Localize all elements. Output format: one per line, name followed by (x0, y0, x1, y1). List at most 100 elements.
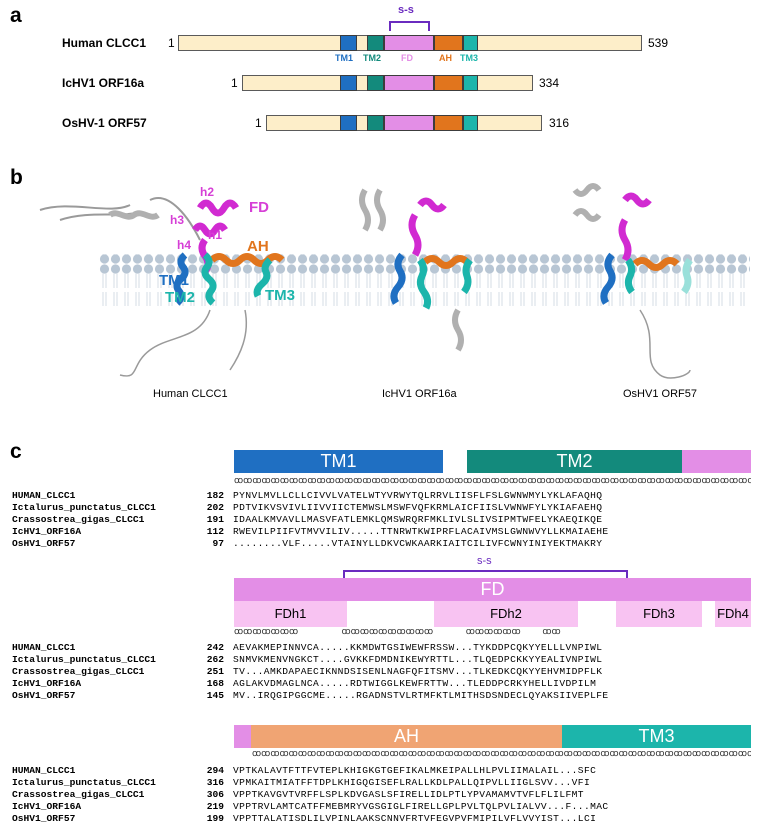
seq-num: 191 (206, 514, 224, 525)
protein-end-oshv1: 316 (549, 116, 570, 130)
seq-num: 242 (206, 642, 224, 653)
panel-c-letter: c (10, 440, 22, 463)
tm2-segment (367, 35, 384, 51)
tm2-segment (367, 75, 384, 91)
seq-row: PDTVIKVSVIVLIIVVIICTEMWSLMSWFVQFKRMLAICF… (233, 502, 603, 513)
domain-label-fd: FD (401, 53, 413, 63)
seq-name: HUMAN_CLCC1 (12, 765, 76, 776)
seq-num: 97 (212, 538, 224, 549)
block1-coil: ꝏꝏꝏꝏꝏꝏꝏꝏꝏꝏꝏꝏꝏꝏꝏꝏꝏꝏꝏꝏꝏꝏꝏꝏꝏꝏꝏꝏꝏꝏꝏꝏꝏꝏꝏꝏꝏꝏꝏꝏ… (234, 476, 751, 486)
protein-name-oshv1: OsHV-1 ORF57 (62, 116, 147, 130)
caption-ichv1: IcHV1 ORF16a (382, 388, 457, 400)
block2-fdh2: FDh2 (434, 601, 578, 627)
helix-label-h2: h2 (200, 185, 215, 199)
fd-segment (384, 75, 434, 91)
domain-label-tm2: TM2 (363, 53, 381, 63)
seq-name: HUMAN_CLCC1 (12, 642, 76, 653)
helix-label-h1: h1 (208, 228, 223, 242)
helix-label-h4: h4 (177, 238, 192, 252)
seq-num: 306 (206, 789, 224, 800)
seq-name: IcHV1_ORF16A (12, 526, 82, 537)
structure-oshv1-orf57 (572, 183, 693, 379)
domain-bar-oshv1 (266, 115, 542, 131)
structure-ichv1-orf16a (359, 188, 473, 352)
seq-num: 112 (206, 526, 224, 537)
tm3-segment (463, 115, 478, 131)
block2-coil: ꝏꝏꝏꝏꝏꝏꝏ ꝏꝏꝏꝏꝏꝏꝏꝏꝏꝏ ꝏꝏꝏꝏꝏꝏ ꝏꝏ (234, 627, 561, 637)
seq-num: 145 (206, 690, 224, 701)
seq-num: 182 (206, 490, 224, 501)
domain-bar-ichv1 (242, 75, 533, 91)
block2-fdh3: FDh3 (616, 601, 702, 627)
panel-b-letter: b (10, 166, 23, 189)
seq-num: 294 (206, 765, 224, 776)
domain-label-tm3: TM3 (460, 53, 478, 63)
seq-row: VPMKAITMIATFFTDPLKHIGQGISEFLRALLKDLPALLQ… (233, 777, 591, 788)
structure-human-clcc1 (39, 197, 285, 377)
seq-num: 251 (206, 666, 224, 677)
seq-row: PYNVLMVLLCLLCIVVLVATELWTYVRWYTQLRRVLIISF… (233, 490, 603, 501)
seq-num: 316 (206, 777, 224, 788)
seq-row: AGLAKVDMAGLNCA.....RDTWIGGLKEWFRTTW...TL… (233, 678, 597, 689)
tm1-segment (340, 115, 357, 131)
seq-row: VPTKALAVTFTTFVTEPLKHIGKGTGEFIKALMKEIPALL… (233, 765, 597, 776)
seq-row: ........VLF.....VTAINYLLDKVCWKAARKIAITCI… (233, 538, 603, 549)
seq-num: 262 (206, 654, 224, 665)
seq-name: Crassostrea_gigas_CLCC1 (12, 514, 145, 525)
seq-name: Ictalurus_punctatus_CLCC1 (12, 502, 156, 513)
caption-oshv1: OsHV1 ORF57 (623, 388, 697, 400)
fd-segment (384, 115, 434, 131)
tm3-segment (463, 35, 478, 51)
helix-label-h3: h3 (170, 213, 185, 227)
structure-label-tm2: TM2 (165, 289, 195, 306)
seq-row: RWEVILPIIFVTMVVILIV.....TTNRWTKWIPRFLACA… (233, 526, 609, 537)
ah-segment (434, 75, 463, 91)
seq-name: HUMAN_CLCC1 (12, 490, 76, 501)
block3-fd-bar (234, 725, 251, 748)
seq-num: 202 (206, 502, 224, 513)
block3-tm3-bar: TM3 (562, 725, 751, 748)
structure-label-ah: AH (247, 238, 269, 255)
seq-name: Crassostrea_gigas_CLCC1 (12, 789, 145, 800)
ah-segment (434, 35, 463, 51)
protein-name-human: Human CLCC1 (62, 36, 147, 50)
protein-name-ichv1: IcHV1 ORF16a (62, 76, 145, 90)
domain-label-ah: AH (439, 53, 452, 63)
structure-label-fd: FD (249, 199, 269, 216)
domain-label-tm1: TM1 (335, 53, 353, 63)
seq-name: Crassostrea_gigas_CLCC1 (12, 666, 145, 677)
seq-num: 168 (206, 678, 224, 689)
seq-row: IDAALKMVAVLLMASVFATLEMKLQMSWRQRFMKLIVLSL… (233, 514, 603, 525)
tm1-segment (340, 75, 357, 91)
block2-fdh4: FDh4 (715, 601, 751, 627)
seq-row: SNMVKMENVNGKCT....GVKKFDMDNIKEWYRTTL...T… (233, 654, 603, 665)
protein-start-human: 1 (168, 36, 175, 50)
seq-name: IcHV1_ORF16A (12, 678, 82, 689)
block2-disulfide-bracket (343, 570, 628, 578)
seq-name: OsHV1_ORF57 (12, 813, 76, 824)
block2-disulfide-label: s-s (477, 555, 492, 567)
protein-start-ichv1: 1 (231, 76, 238, 90)
seq-row: MV..IRQGIPGGCME.....RGADNSTVLRTMFKTLMITH… (233, 690, 609, 701)
protein-end-human: 539 (648, 36, 669, 50)
block1-fd-bar (682, 450, 751, 473)
structure-label-tm3: TM3 (265, 287, 295, 304)
caption-human: Human CLCC1 (153, 388, 228, 400)
seq-row: VPPTRVLAMTCATFFMEBMRYVGSGIGLFIRELLGPLPVL… (233, 801, 609, 812)
seq-row: AEVAKMEPINNVCA.....KKMDWTGSIWEWFRSSW...T… (233, 642, 603, 653)
seq-row: VPPTKAVGVTVRFFLSPLKDVGASLSFIRELLIDLPTLYP… (233, 789, 584, 800)
block1-tm2-bar: TM2 (467, 450, 682, 473)
seq-row: VPPTTALATISDLILVPINLAAKSCNNVFRTVFEGVPVFM… (233, 813, 597, 824)
disulfide-label: s-s (398, 4, 414, 16)
structure-label-tm1: TM1 (159, 272, 189, 289)
seq-num: 219 (206, 801, 224, 812)
seq-num: 199 (206, 813, 224, 824)
fd-segment (384, 35, 434, 51)
block1-tm1-bar: TM1 (234, 450, 443, 473)
block3-ah-bar: AH (251, 725, 562, 748)
tm3-segment (463, 75, 478, 91)
seq-name: OsHV1_ORF57 (12, 690, 76, 701)
ah-segment (434, 115, 463, 131)
tm2-segment (367, 115, 384, 131)
seq-name: Ictalurus_punctatus_CLCC1 (12, 654, 156, 665)
